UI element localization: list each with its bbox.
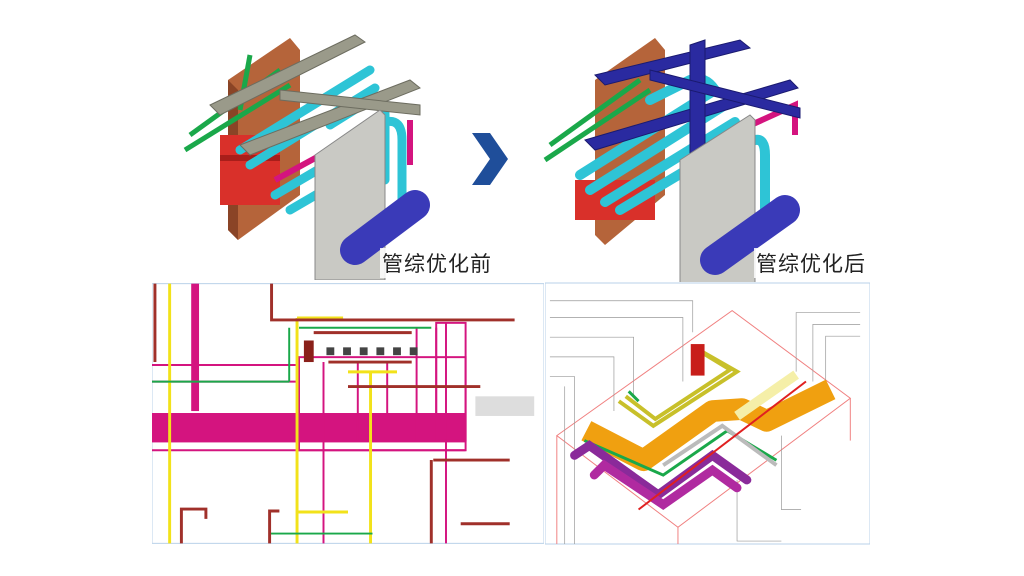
model-after-optimization [543, 38, 801, 285]
yellow-pipes [617, 348, 741, 429]
plan-drawing-before [152, 282, 544, 545]
red-pipe [637, 380, 807, 511]
magenta-pipe [589, 459, 742, 510]
chevron-right-icon [472, 133, 508, 185]
caption-before: 管综优化前 [380, 248, 494, 278]
magenta-pipe-bundle [152, 283, 467, 544]
bounding-box [555, 309, 852, 544]
blue-tank [340, 190, 430, 265]
orange-duct [581, 379, 836, 472]
equipment-units [303, 340, 418, 363]
caption-after: 管综优化后 [754, 248, 868, 278]
red-brown-pipes [153, 283, 515, 544]
concrete-beams [209, 34, 421, 156]
blue-tank [700, 195, 800, 275]
red-equipment [690, 344, 705, 376]
isometric-drawing-after [545, 282, 870, 545]
pale-yellow-duct [734, 370, 799, 420]
annotation-grid [475, 396, 535, 416]
white-pipe [662, 423, 778, 467]
model-before-optimization [183, 34, 430, 280]
green-pipes [152, 326, 432, 535]
label-leader-lines [549, 300, 861, 544]
magenta-pipes [738, 100, 798, 135]
yellow-pipes [168, 283, 397, 544]
